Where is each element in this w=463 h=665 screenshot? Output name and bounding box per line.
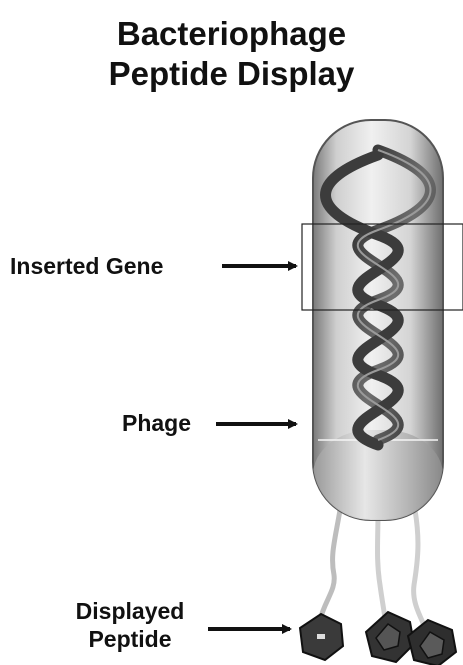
label-displayed-peptide-line-2: Peptide [50,625,210,653]
tail-fibers [320,510,424,625]
label-phage: Phage [122,409,191,437]
label-displayed-peptide: Displayed Peptide [50,597,210,653]
label-displayed-peptide-line-1: Displayed [50,597,210,625]
label-inserted-gene: Inserted Gene [10,252,163,280]
displayed-peptides [300,612,456,665]
